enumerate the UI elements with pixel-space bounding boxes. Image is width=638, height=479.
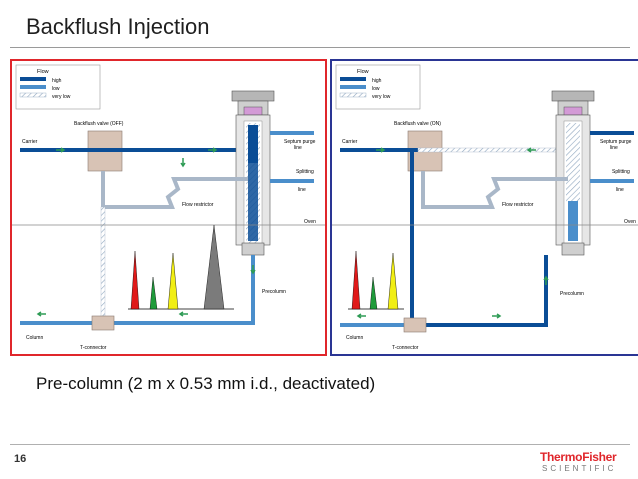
column-label: Column xyxy=(26,335,43,341)
arrow-icon xyxy=(526,147,536,153)
injector xyxy=(231,90,275,256)
peak-yellow xyxy=(167,252,179,310)
diagram-backflush-on: Flow high low very low Backflush valve (… xyxy=(330,59,638,356)
arrow-icon xyxy=(543,275,549,285)
legend-very-low-label: very low xyxy=(52,94,71,100)
peak-yellow xyxy=(387,252,399,310)
septum-purge-label-2: line xyxy=(610,145,618,151)
legend-low-swatch xyxy=(340,85,366,89)
splitting-line xyxy=(270,179,314,183)
column-line xyxy=(340,323,410,327)
flow-restrictor-label: Flow restrictor xyxy=(502,202,534,208)
septum-purge-label: Septum purge xyxy=(600,139,632,145)
legend-low-label: low xyxy=(52,86,60,92)
arrow-icon xyxy=(356,313,366,319)
arrow-icon xyxy=(376,147,386,153)
septum-purge-line xyxy=(590,131,634,135)
legend-very-low-swatch xyxy=(19,92,47,98)
precolumn-line xyxy=(106,255,255,325)
legend-title: Flow xyxy=(37,69,49,75)
flow-restrictor-line xyxy=(421,171,568,209)
legend-very-low-swatch xyxy=(339,92,367,98)
peak-red xyxy=(130,250,140,310)
carrier-label: Carrier xyxy=(22,139,38,145)
arrow-icon xyxy=(492,313,502,319)
flow-restrictor-line xyxy=(101,171,248,209)
logo-line-2: SCIENTIFIC xyxy=(542,464,617,473)
injector xyxy=(551,90,595,256)
legend-very-low-label: very low xyxy=(372,94,391,100)
chromatogram-peaks xyxy=(348,250,404,310)
diagram-backflush-off: Flow high low very low Backflush valve (… xyxy=(10,59,327,356)
splitting-label-2: line xyxy=(616,187,624,193)
diagram-off-svg: Flow high low very low Backflush valve (… xyxy=(12,64,325,351)
backflush-carrier-line xyxy=(410,150,414,326)
valve-label: Backflush valve (OFF) xyxy=(74,121,124,127)
legend-high-label: high xyxy=(52,78,62,84)
arrow-icon xyxy=(180,158,186,168)
column-label: Column xyxy=(346,335,363,341)
legend-low-swatch xyxy=(20,85,46,89)
flow-restrictor-label: Flow restrictor xyxy=(182,202,214,208)
carrier-label: Carrier xyxy=(342,139,358,145)
logo-line-1: ThermoFisher xyxy=(540,450,617,464)
septum-purge-line xyxy=(270,131,314,135)
peak-green xyxy=(149,276,158,310)
legend-high-swatch xyxy=(340,77,366,81)
arrow-icon xyxy=(178,311,188,317)
oven-label: Oven xyxy=(304,219,316,225)
peak-red xyxy=(351,250,361,310)
flow-legend: Flow high low very low xyxy=(335,64,421,110)
diagram-on-svg: Flow high low very low Backflush valve (… xyxy=(332,64,638,351)
t-connector xyxy=(403,317,427,333)
splitting-label-2: line xyxy=(298,187,306,193)
peak-gray xyxy=(203,224,225,310)
precolumn-label: Precolumn xyxy=(560,291,584,297)
title-bar: Backflush Injection xyxy=(0,0,638,50)
legend-low-label: low xyxy=(372,86,380,92)
very-low-line xyxy=(417,147,569,153)
t-connector-label: T-connector xyxy=(80,345,107,351)
legend-title: Flow xyxy=(357,69,369,75)
arrow-icon xyxy=(56,147,66,153)
oven-label: Oven xyxy=(624,219,636,225)
splitting-label: Splitting xyxy=(612,169,630,175)
page-number: 16 xyxy=(14,453,27,465)
precolumn-line xyxy=(414,255,548,327)
thermo-fisher-logo: ThermoFisher SCIENTIFIC xyxy=(540,450,632,476)
arrow-icon xyxy=(36,311,46,317)
legend-high-swatch xyxy=(20,77,46,81)
arrow-icon xyxy=(250,265,256,275)
t-connector-label: T-connector xyxy=(392,345,419,351)
flow-legend: Flow high low very low xyxy=(15,64,101,110)
slide-caption: Pre-column (2 m x 0.53 mm i.d., deactiva… xyxy=(36,374,376,393)
title-divider xyxy=(10,47,630,48)
peak-green xyxy=(369,276,378,310)
column-line xyxy=(20,321,96,325)
valve-label: Backflush valve (ON) xyxy=(394,121,441,127)
septum-purge-label: Septum purge xyxy=(284,139,316,145)
splitting-line xyxy=(590,179,634,183)
septum-purge-label-2: line xyxy=(294,145,302,151)
splitting-label: Splitting xyxy=(296,169,314,175)
precolumn-label: Precolumn xyxy=(262,289,286,295)
chromatogram-peaks xyxy=(128,224,234,310)
arrow-icon xyxy=(208,147,218,153)
legend-high-label: high xyxy=(372,78,382,84)
slide-title: Backflush Injection xyxy=(26,14,210,39)
t-connector xyxy=(91,315,115,331)
carrier-line xyxy=(20,148,256,152)
footer-divider xyxy=(10,444,630,445)
